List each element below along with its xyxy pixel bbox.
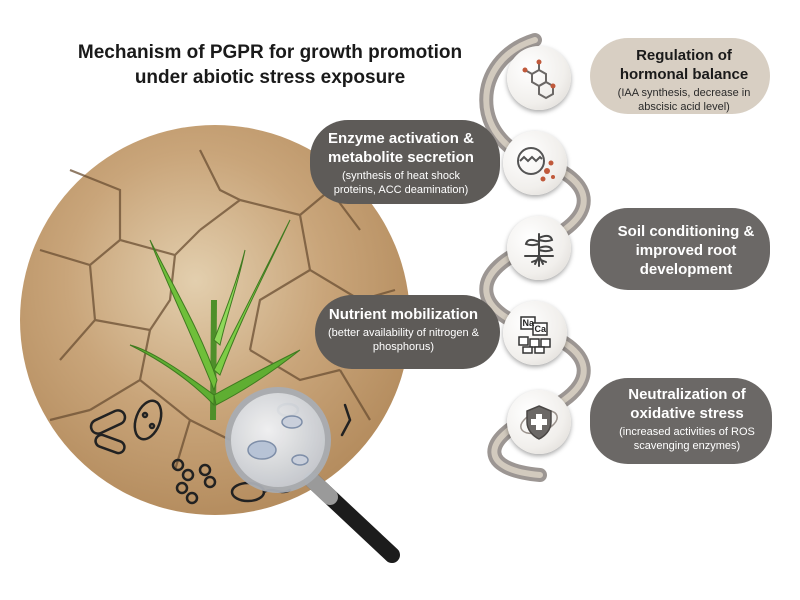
mechanism-heading: Regulation of hormonal balance (619, 47, 749, 83)
nutrient-node: Na Ca (503, 301, 567, 365)
magnifier (225, 387, 400, 563)
nutrient-label-ca: Ca (535, 324, 547, 334)
seedling (129, 219, 301, 421)
enzyme-icon (517, 147, 555, 182)
mechanism-heading: Enzyme activation & metabolite secretion (328, 130, 474, 166)
molecule-node (507, 46, 571, 110)
mechanism-detail: (increased activities of ROS scavenging … (619, 426, 755, 452)
nutrient-label-na: Na (523, 318, 535, 328)
mechanism-heading: Nutrient mobilization (328, 306, 479, 323)
plant-roots-node (507, 216, 571, 280)
mechanism-detail: (better availability of nitrogen & phosp… (327, 327, 480, 353)
shield-cross-icon (520, 405, 558, 440)
plant-roots-icon (524, 233, 554, 267)
mechanism-card-nutrient: Nutrient mobilization (better availabili… (315, 295, 500, 369)
mechanism-detail: (synthesis of heat shock proteins, ACC d… (333, 170, 469, 196)
mechanism-detail: (IAA synthesis, decrease in abscisic aci… (617, 87, 751, 113)
nutrient-blocks-icon: Na Ca (518, 316, 551, 354)
mechanism-card-hormonal: Regulation of hormonal balance (IAA synt… (590, 38, 770, 114)
mechanism-heading: Neutralization of oxidative stress (628, 386, 746, 422)
enzyme-node (503, 131, 567, 195)
mechanism-card-oxidative: Neutralization of oxidative stress (incr… (590, 378, 772, 464)
mechanism-card-enzyme: Enzyme activation & metabolite secretion… (310, 120, 500, 204)
diagram-title: Mechanism of PGPR for growth promotion u… (77, 42, 463, 88)
shield-node (507, 390, 571, 454)
molecule-icon (522, 59, 556, 100)
mechanism-heading: Soil conditioning & improved root develo… (617, 223, 755, 278)
mechanism-card-soil: Soil conditioning & improved root develo… (590, 208, 770, 290)
